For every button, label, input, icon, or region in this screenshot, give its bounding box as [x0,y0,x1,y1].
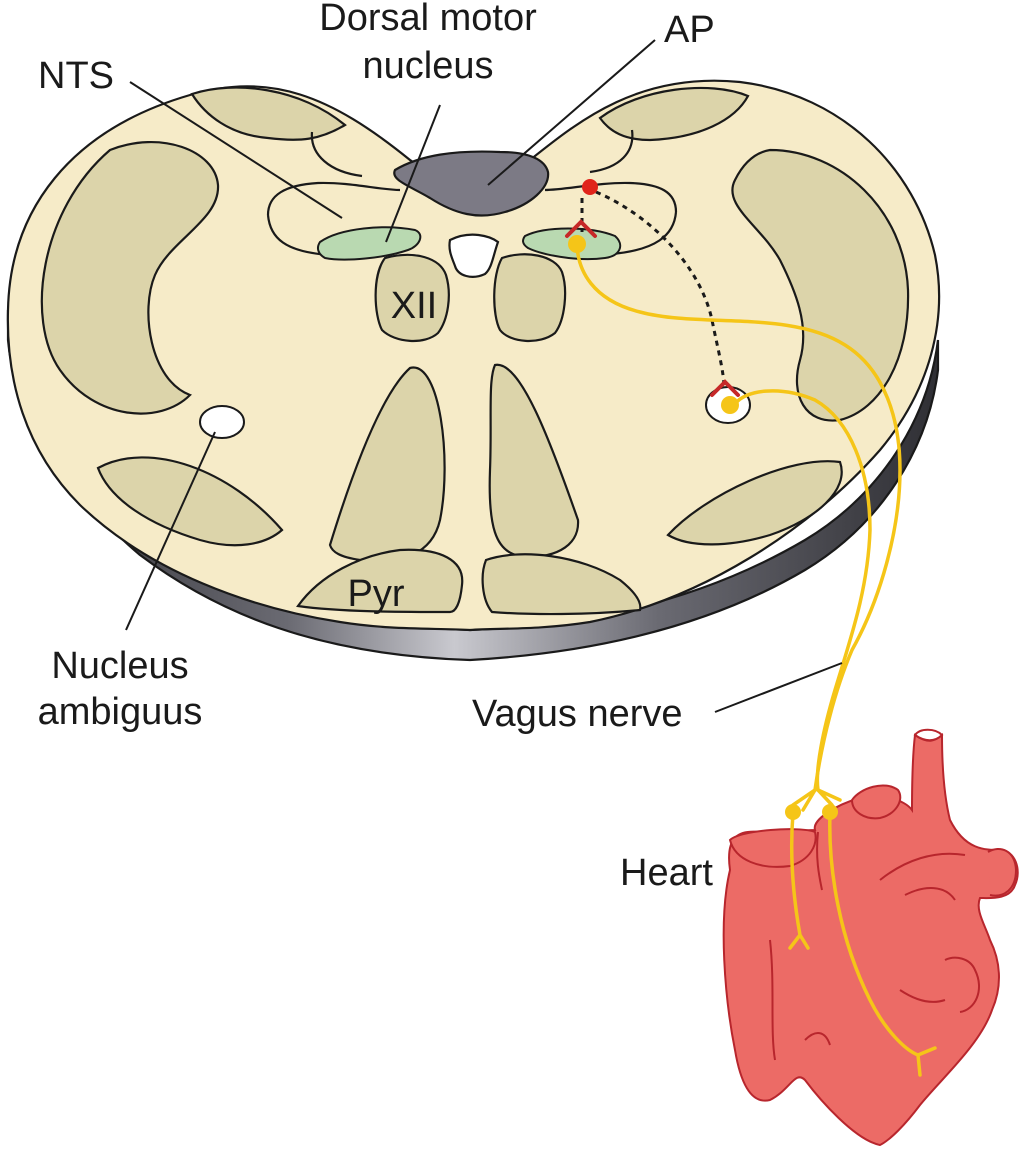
heart-ganglion-right [822,804,838,820]
gray-matter [40,86,910,563]
heart [722,728,1019,1147]
na-label-line2: ambiguus [38,691,203,733]
dmn-neuron-soma [568,235,586,253]
leader-lines [125,39,843,713]
right-dorsal-loop [544,129,678,256]
synapse-nts [565,219,597,238]
pyramid-right [481,553,642,616]
fiber-branch-b [816,788,842,807]
central-canal [448,233,500,278]
heart-label: Heart [620,852,713,894]
nts-leader [129,81,343,219]
right-lateral-column [731,148,910,422]
pyramid-left [296,548,464,614]
heart-ganglion-left [785,804,801,820]
ap-leader [487,39,656,186]
fiber-from-na [733,389,872,792]
nts-interneuron-pathway [565,179,740,397]
vagus-label: Vagus nerve [472,693,683,735]
heart-detail-lines [769,831,980,1061]
left-lateral-column [40,141,220,415]
nts-label: NTS [38,55,114,97]
dmn-label-line1: Dorsal motor [319,0,537,39]
dotted-connection-to-na [595,190,726,389]
left-ventral-region [96,456,284,547]
vessel-top-middle [850,784,902,820]
vagus-leader [714,662,843,713]
left-dorsal-loop [266,131,401,257]
xii-nucleus-right [493,253,567,343]
heart-fiber-right [828,811,937,1077]
right-ventral-region [666,460,843,546]
right-dorsal-region [598,86,750,142]
nts-left [316,226,422,261]
fiber-branch-a [791,788,817,812]
vagal-fibers [568,235,902,812]
na-label-line1: Nucleus [51,645,188,687]
fiber-from-dmn [575,243,902,792]
dmn-label-line2: nucleus [363,45,494,87]
vessel-left [728,828,817,868]
nucleus-ambiguus-left [199,405,245,439]
xii-label: XII [391,285,437,327]
vessel-right [987,848,1018,897]
ap-label: AP [664,9,715,51]
synapse-na [710,379,740,397]
pyr-label: Pyr [348,573,405,615]
dmn-leader [385,104,441,243]
xii-nucleus-left [374,253,450,343]
nts-neuron-soma [582,179,598,195]
na-leader [125,431,216,631]
left-dorsal-region [190,86,347,141]
na-neuron-soma [721,396,739,414]
aorta-top [913,728,944,742]
heart-fiber-left [788,811,810,950]
